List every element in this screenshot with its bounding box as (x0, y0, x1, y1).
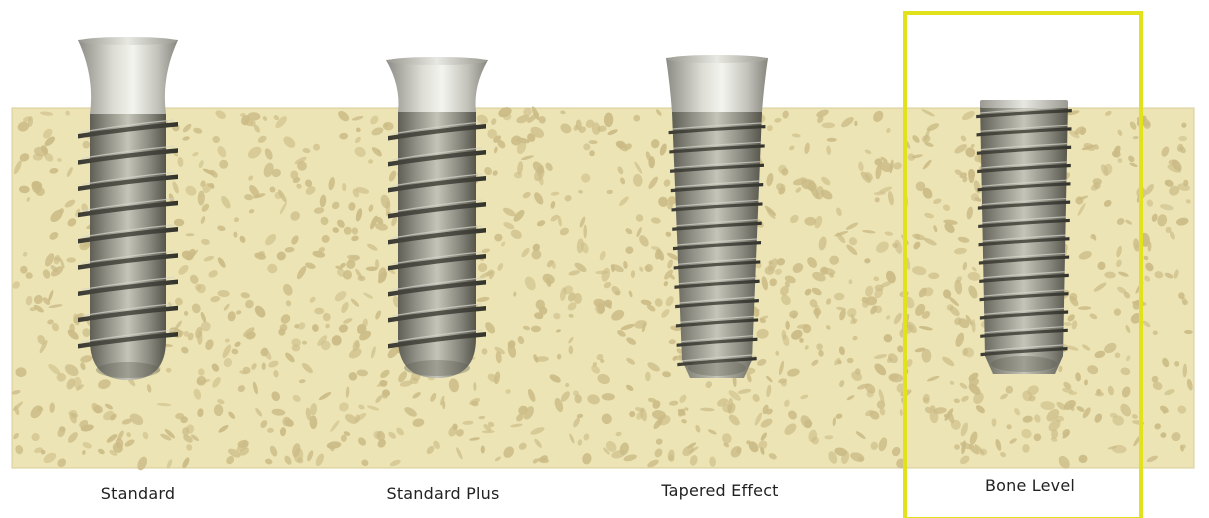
implant-top-cap (387, 57, 487, 65)
label-standard-plus: Standard Plus (386, 484, 499, 503)
implant-collar (666, 55, 768, 112)
label-standard: Standard (101, 484, 175, 503)
implant-tip-shade (96, 362, 160, 378)
implant-standard-plus (386, 57, 488, 378)
implant-tip-shade (688, 360, 746, 376)
label-bone-level: Bone Level (985, 476, 1075, 495)
implant-top-cap (667, 55, 767, 63)
implant-top-cap (79, 37, 177, 45)
implant-collar (78, 37, 178, 114)
implant-standard (78, 37, 178, 380)
implant-collar (386, 57, 488, 112)
implant-tip-shade (991, 356, 1057, 372)
implant-bone-level (976, 100, 1072, 374)
label-tapered-effect: Tapered Effect (661, 481, 778, 500)
implant-top-cap (980, 100, 1068, 108)
implant-tapered-effect (666, 55, 768, 378)
implant-tip-shade (404, 360, 470, 376)
